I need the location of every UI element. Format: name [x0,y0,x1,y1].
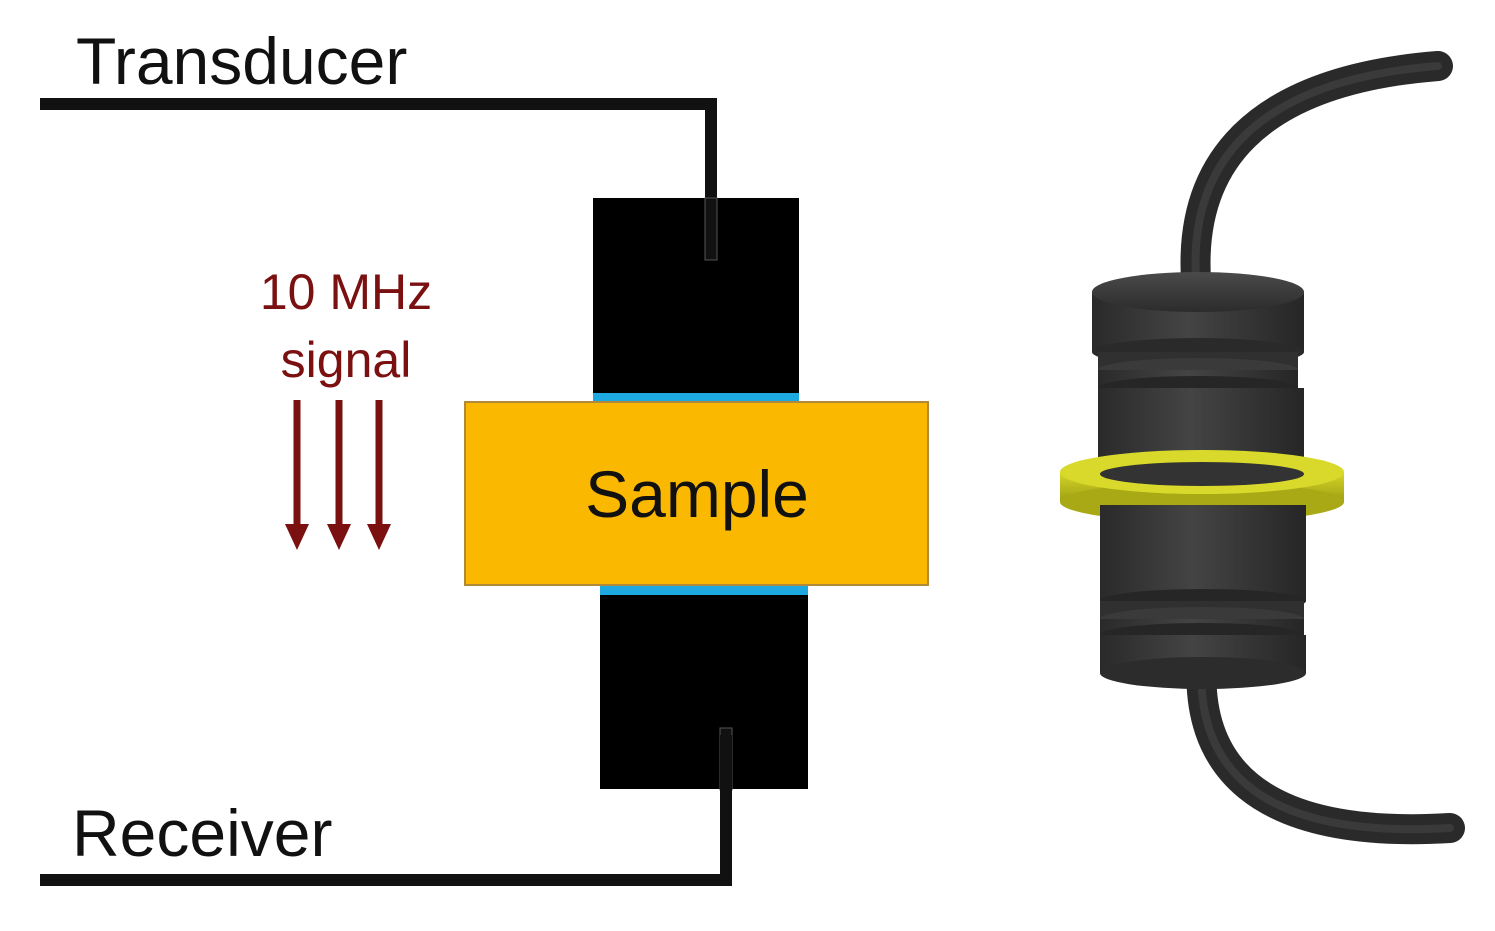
transducer-wire-inset [704,197,718,261]
transducer-block [593,198,799,394]
signal-label: 10 MHz signal [246,258,446,394]
sample-block [464,401,929,586]
couplant-layer-top [593,393,799,402]
transducer-label: Transducer [76,24,408,98]
down-arrow-icon [285,400,391,550]
ultrasonic-transducer-icon [1060,51,1465,845]
couplant-layer-bottom [600,586,808,595]
receiver-block [600,595,808,789]
receiver-label: Receiver [72,796,333,870]
sample-label: Sample [585,456,809,531]
receiver-wire [40,735,732,886]
signal-label-line1: 10 MHz [259,264,433,320]
signal-label-line2: signal [280,332,412,388]
